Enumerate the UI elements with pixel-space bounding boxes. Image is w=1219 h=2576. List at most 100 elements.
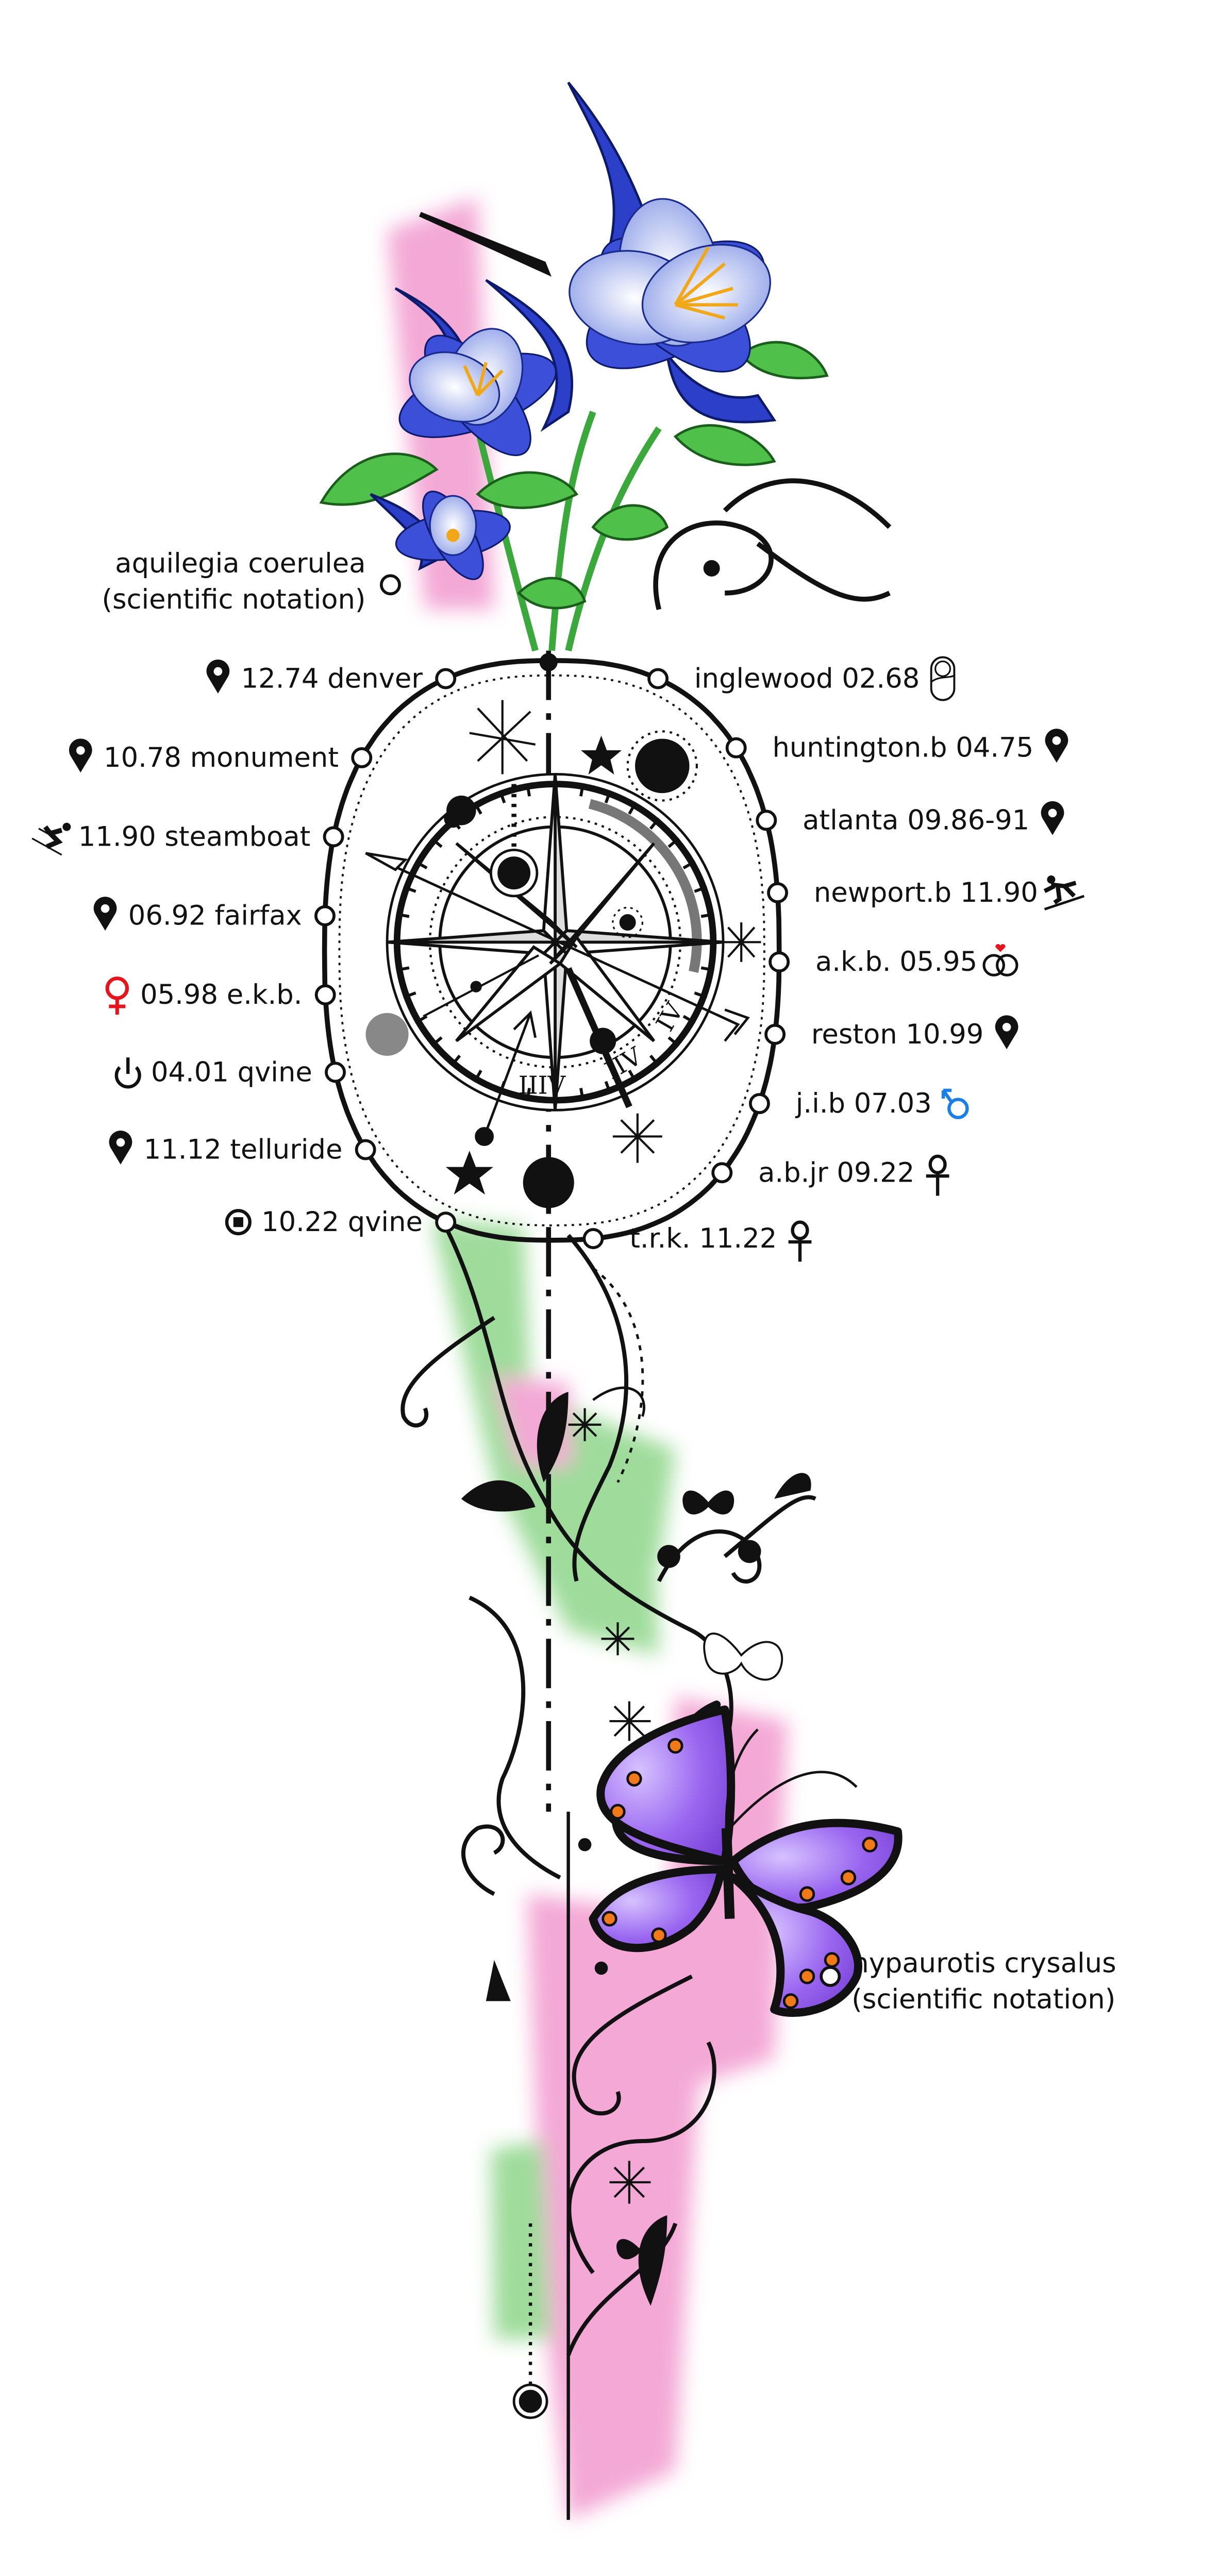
timeline-node (355, 1139, 376, 1160)
butterfly-name-label: hypaurotis crysalus (851, 1947, 1116, 1979)
timeline-node (748, 1093, 770, 1115)
compass-tick (430, 1036, 443, 1047)
star-icon (445, 1151, 493, 1195)
timeline-entry: inglewood 02.68 (647, 656, 956, 701)
timeline-entry: 11.90 steamboat (31, 821, 344, 856)
wing-lower-left (589, 1865, 726, 1952)
bottom-planet (523, 1157, 574, 1208)
swirl-dot (703, 560, 720, 577)
timeline-node (351, 747, 373, 768)
timeline-node (725, 737, 747, 759)
small-butterfly-black (682, 1490, 734, 1515)
bottom-node (515, 2386, 545, 2416)
compass-tick (414, 860, 428, 870)
power-icon (114, 1057, 141, 1089)
flower-swirl (653, 478, 892, 610)
small-butterfly-bottom (616, 2238, 662, 2260)
timeline-node (764, 1023, 786, 1045)
record-icon (225, 1209, 252, 1236)
big-planet-ring (626, 730, 698, 802)
timeline-node (435, 668, 457, 689)
wedding-rings-icon (982, 944, 1018, 976)
snowboarder-icon (1043, 875, 1085, 911)
flower-caption: aquilegia coerulea (scientific notation) (102, 548, 401, 615)
compass-tick (667, 837, 680, 848)
flower-label-node (379, 574, 401, 596)
butterfly-label-node (820, 1965, 841, 1987)
compass-tick (628, 801, 638, 815)
small-moon-ring (612, 906, 644, 938)
timeline-entry: 11.12 telluride (109, 1130, 376, 1166)
gray-moon (365, 1013, 409, 1056)
compass-tick (649, 817, 660, 830)
timeline-entry: 06.92 fairfax (93, 897, 336, 932)
ankh-icon (926, 1154, 949, 1196)
star-icon (580, 735, 622, 775)
timeline-node (711, 1162, 733, 1184)
outer-oval-frame (322, 658, 782, 1243)
timeline-entry: 12.74 denver (206, 659, 457, 695)
small-butterfly-outline (703, 1632, 783, 1681)
compass-tick (396, 913, 410, 918)
arrow-fletching (716, 1008, 750, 1042)
timeline-entry: a.b.jr 09.22 (711, 1154, 949, 1196)
butterfly-antenna (725, 1728, 858, 1829)
timeline-entry: reston 10.99 (764, 1015, 1018, 1050)
timeline-entry: t.r.k. 11.22 (582, 1220, 812, 1262)
map-pin-icon (995, 1015, 1018, 1050)
compass-tick (498, 790, 506, 803)
timeline-label: newport.b 11.90 (814, 877, 1038, 908)
purple-butterfly (589, 1701, 903, 2017)
compass-tick (473, 801, 482, 815)
butterfly-caption: hypaurotis crysalus (scientific notation… (820, 1947, 1116, 2015)
timeline-node (647, 668, 669, 689)
timeline-entry: 10.78 monument (69, 738, 373, 773)
map-pin-icon (1041, 801, 1064, 835)
compass-arrows (365, 852, 750, 1146)
timeline-node (767, 882, 789, 903)
timeline-node (756, 810, 777, 831)
compass-tick (700, 913, 714, 918)
arrowhead-left (365, 852, 408, 871)
timeline-node (582, 1228, 604, 1250)
compass-tick (403, 991, 416, 999)
compass-tick (525, 783, 531, 797)
compass-tick (604, 790, 612, 803)
swaddled-baby-icon (930, 656, 956, 701)
timeline-entry: 04.01 qvine (114, 1056, 346, 1089)
female-symbol-icon (105, 976, 129, 1015)
compass-tick (694, 885, 708, 893)
compass-tick (667, 1036, 680, 1047)
timeline-node (769, 951, 790, 973)
compass-tick (579, 1088, 585, 1102)
timeline-entry: atlanta 09.86-91 (756, 801, 1064, 836)
ankh-icon (788, 1220, 812, 1262)
wing-spots (602, 1738, 878, 2009)
arrowhead-up (513, 1010, 537, 1038)
oval-node-top-left (444, 810, 462, 828)
compass-tick (473, 1069, 482, 1083)
compass-tick (682, 860, 696, 870)
timeline-node (314, 984, 336, 1006)
compass-tick (700, 966, 714, 972)
map-pin-icon (69, 738, 92, 773)
needle-dot (470, 981, 482, 992)
pink-wash-bottom (527, 1894, 709, 2520)
numeral-bottom: IIIV (519, 1071, 566, 1100)
bottom-node-ring (512, 2383, 548, 2419)
map-pin-icon (1045, 729, 1068, 763)
left-timeline-labels: 12.74 denver 10.78 monument 11.90 steamboa… (31, 659, 457, 1238)
vine-leaves (461, 1391, 811, 2306)
timeline-label: t.r.k. 11.22 (629, 1223, 777, 1254)
timeline-entry: newport.b 11.90 (767, 875, 1085, 911)
timeline-entry: 05.98 e.k.b. (105, 976, 336, 1015)
flower-name-label: aquilegia coerulea (115, 548, 365, 579)
timeline-node (314, 905, 336, 927)
green-wash-right (568, 1408, 676, 1565)
timeline-label: 10.22 qvine (261, 1206, 423, 1238)
timeline-label: 12.74 denver (241, 663, 423, 695)
big-planet (635, 738, 690, 794)
inner-planet-core (497, 856, 531, 890)
compass: IIIV IIV IV (386, 772, 725, 1112)
